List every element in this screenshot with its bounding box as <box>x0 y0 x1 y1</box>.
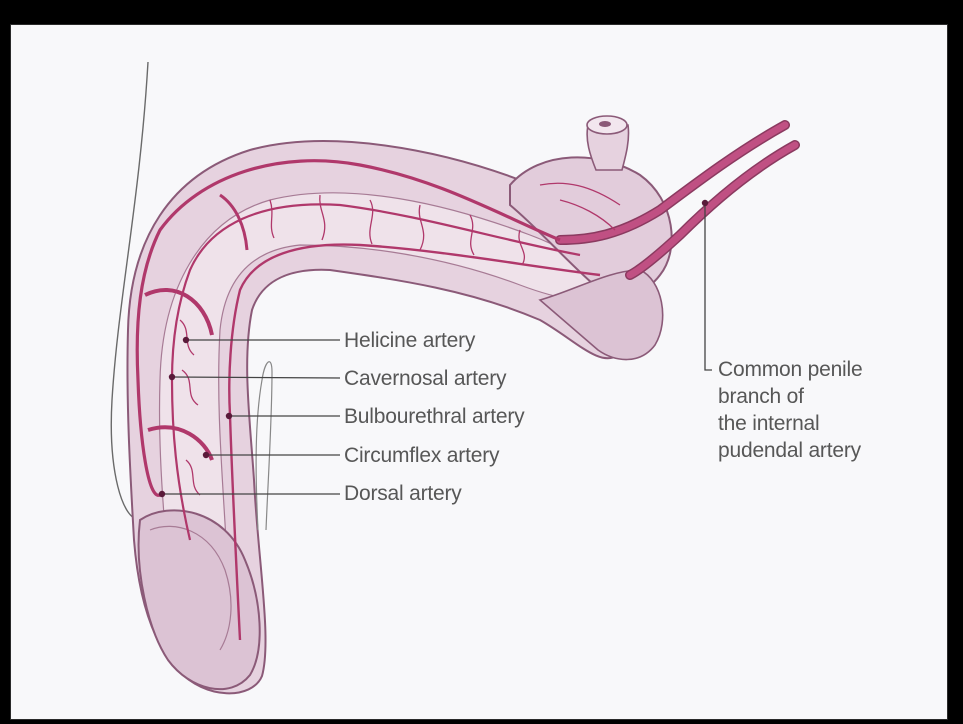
label-bulbourethral-artery: Bulbourethral artery <box>344 403 524 431</box>
label-common-penile-line4: pudendal artery <box>718 437 862 464</box>
label-dorsal-artery: Dorsal artery <box>344 480 462 508</box>
label-common-penile-line2: branch of <box>718 383 862 410</box>
leader-common-penile <box>705 203 712 370</box>
dot-common-penile <box>702 200 708 206</box>
dot-helicine <box>183 337 189 343</box>
label-cavernosal-artery: Cavernosal artery <box>344 365 506 393</box>
dot-bulbourethral <box>226 413 232 419</box>
dot-circumflex <box>203 452 209 458</box>
label-circumflex-artery: Circumflex artery <box>344 442 499 470</box>
label-common-penile-line3: the internal <box>718 410 862 437</box>
label-common-penile-branch: Common penile branch of the internal pud… <box>718 356 862 464</box>
label-helicine-artery: Helicine artery <box>344 327 475 355</box>
scrotal-hook <box>256 362 272 530</box>
label-common-penile-line1: Common penile <box>718 356 862 383</box>
urethral-lumen <box>599 121 611 127</box>
dot-dorsal <box>159 491 165 497</box>
dot-cavernosal <box>169 374 175 380</box>
